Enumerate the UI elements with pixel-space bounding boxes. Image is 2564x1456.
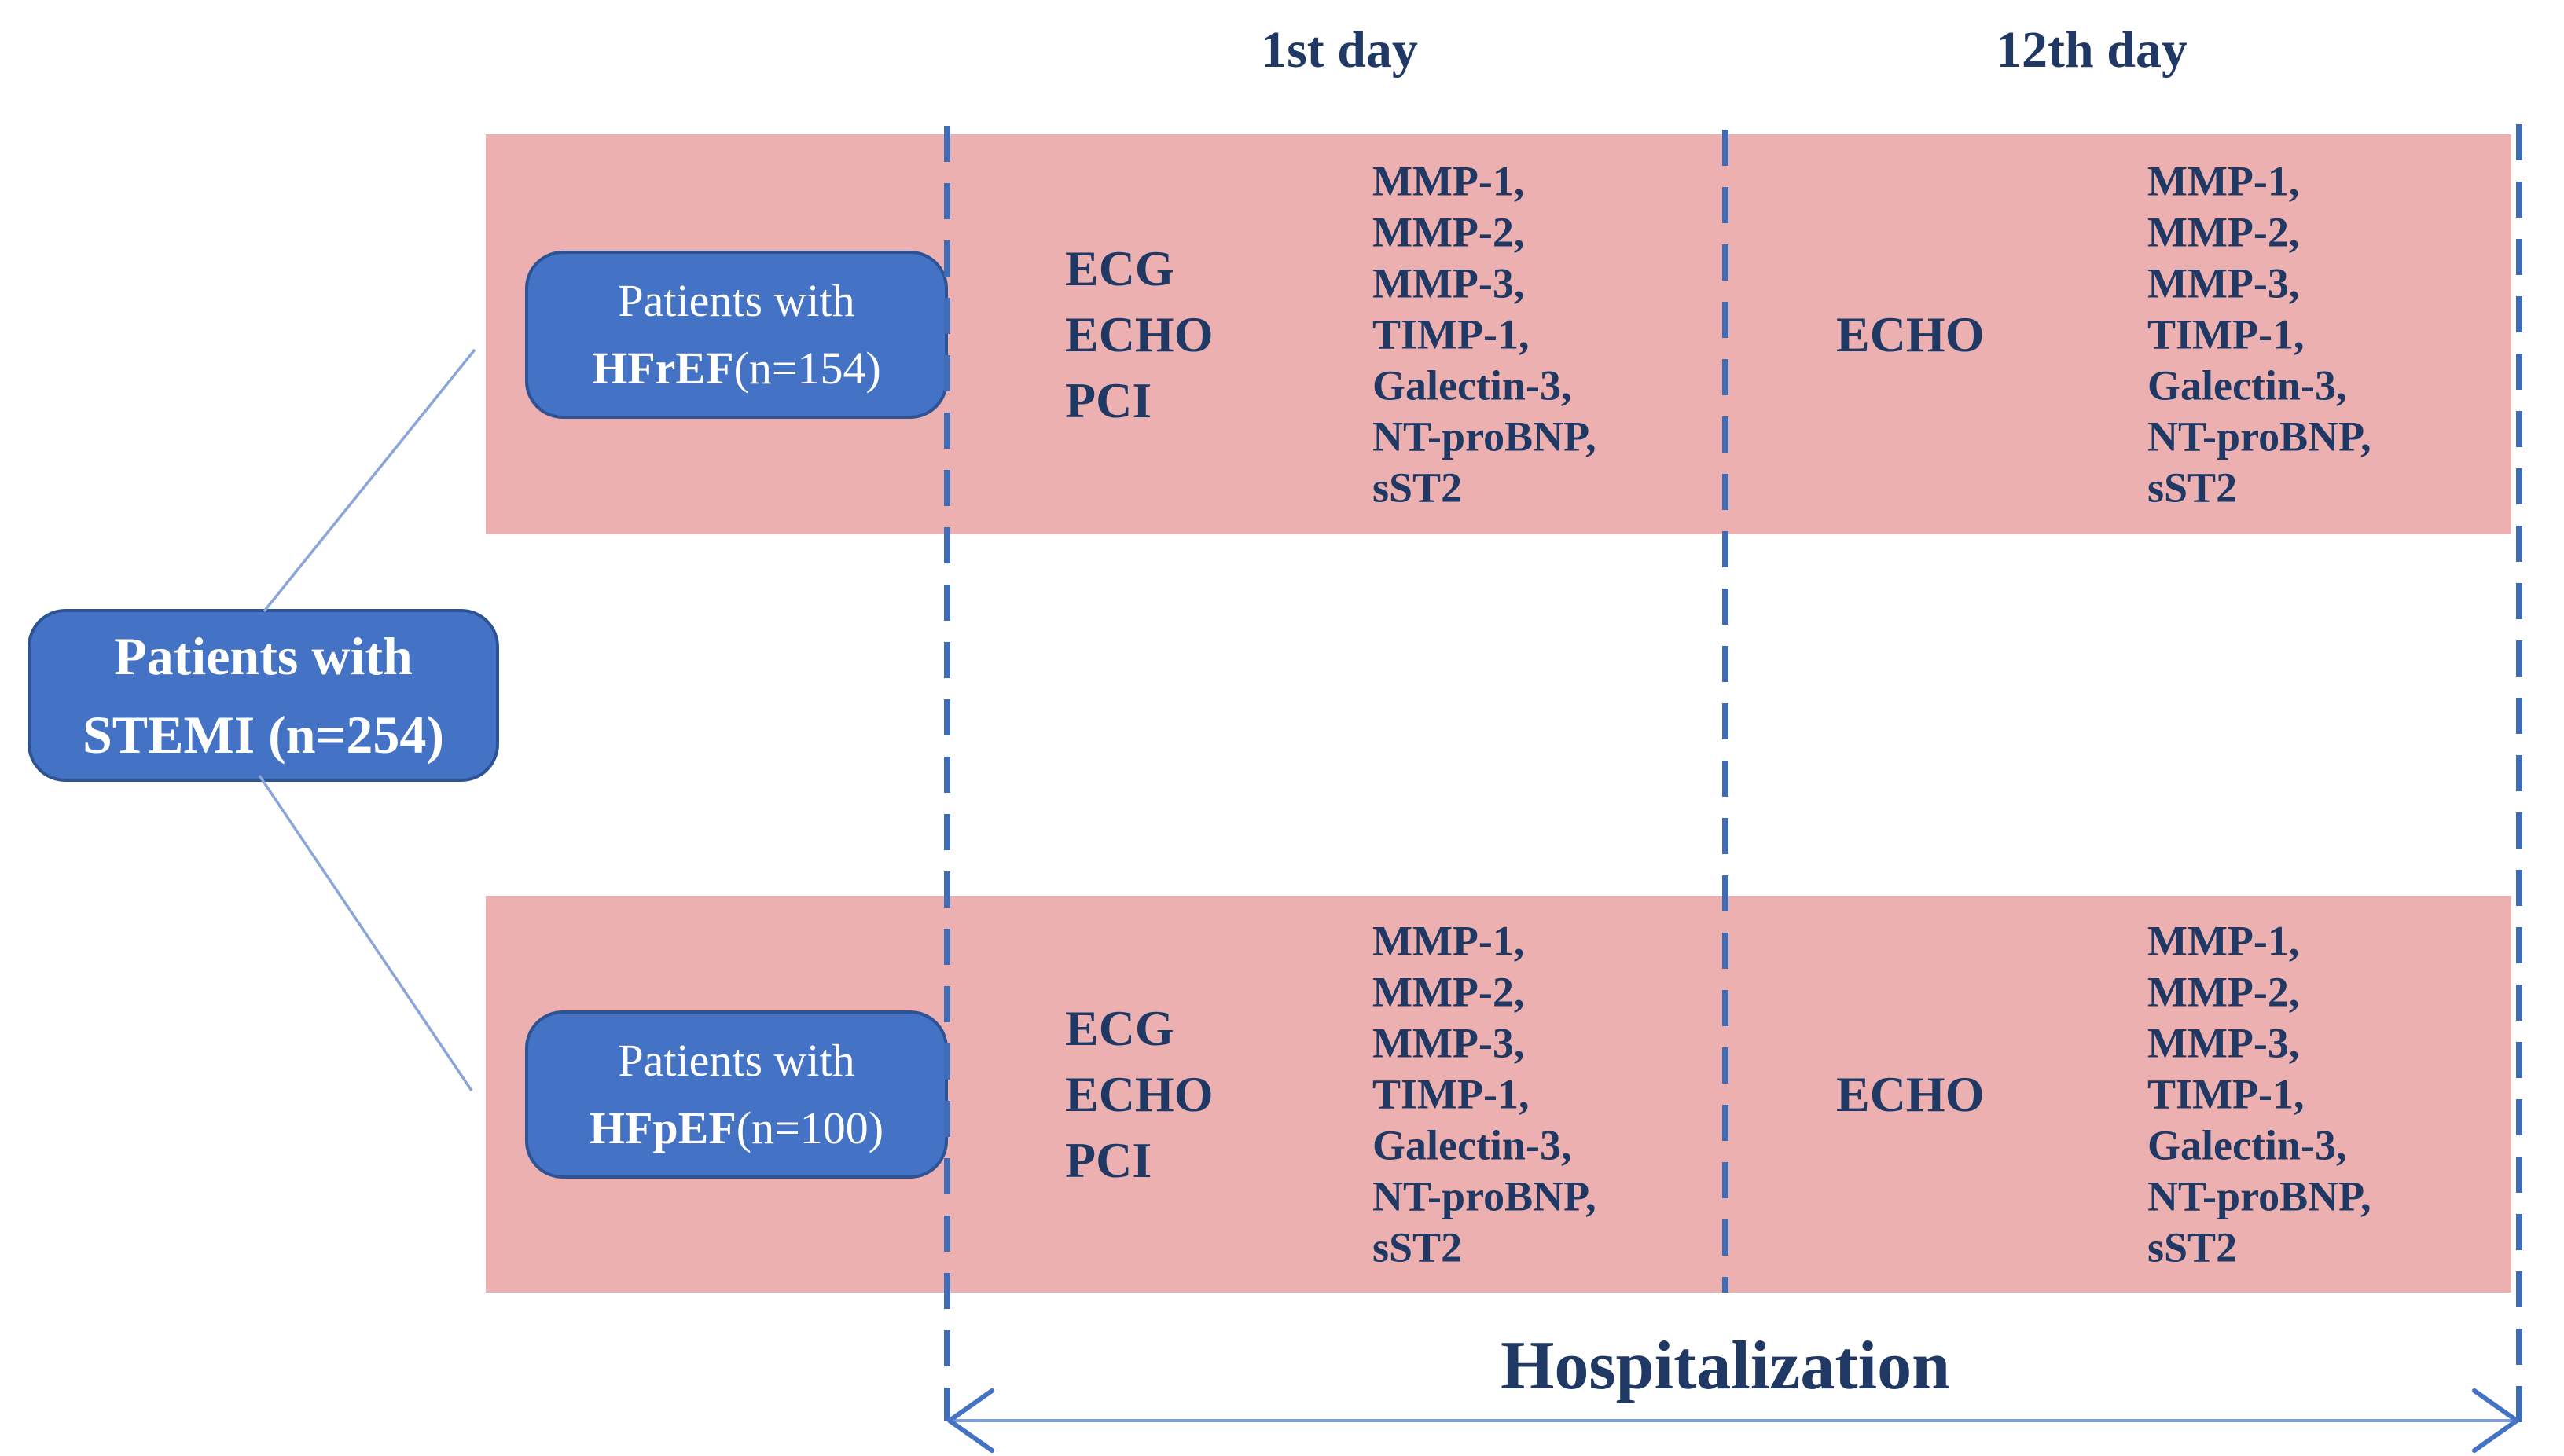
biomarker-line: TIMP-1, [1372, 310, 1530, 358]
biomarker-line: MMP-3, [2147, 1019, 2300, 1066]
hfpef-timeline-band: Patients with HFpEF(n=100) ECG ECHO PCI … [486, 896, 2511, 1293]
hfref-box-n: (n=154) [733, 342, 881, 394]
connector-line-stemi-to-hfref [263, 348, 476, 613]
biomarker-line: MMP-3, [1372, 259, 1525, 306]
hfref-day1-procedures-list: ECG ECHO PCI [1065, 236, 1213, 434]
biomarker-line: MMP-2, [2147, 968, 2300, 1015]
hfpef-day1-procedures-list: ECG ECHO PCI [1065, 996, 1213, 1194]
hospitalization-label: Hospitalization [1500, 1328, 1951, 1404]
procedure-line: ECHO [1065, 1065, 1214, 1122]
procedure-line: PCI [1065, 1131, 1152, 1188]
arrowhead-right-icon [2472, 1388, 2519, 1453]
biomarker-line: Galectin-3, [1372, 361, 1572, 409]
procedure-line: ECG [1065, 999, 1174, 1056]
hfpef-day1-biomarkers-list: MMP-1, MMP-2, MMP-3, TIMP-1, Galectin-3,… [1372, 915, 1596, 1273]
biomarker-line: TIMP-1, [1372, 1070, 1530, 1117]
hfref-box: Patients with HFrEF(n=154) [525, 250, 948, 419]
hfref-box-line1: Patients with [618, 274, 855, 326]
biomarker-line: NT-proBNP, [1372, 413, 1596, 460]
biomarker-line: MMP-1, [1372, 157, 1525, 204]
hfref-day12-biomarkers-list: MMP-1, MMP-2, MMP-3, TIMP-1, Galectin-3,… [2147, 156, 2371, 513]
hfpef-box-line2: HFpEF(n=100) [590, 1095, 883, 1162]
biomarker-line: NT-proBNP, [1372, 1172, 1596, 1219]
biomarker-line: MMP-1, [2147, 157, 2300, 204]
arrowhead-left-icon [947, 1388, 994, 1453]
hfpef-box-n: (n=100) [736, 1102, 884, 1153]
hfpef-day12-procedure: ECHO [1836, 1065, 1985, 1122]
hfref-box-name: HFrEF [592, 342, 734, 394]
biomarker-line: MMP-1, [1372, 917, 1525, 964]
day12-column-label: 12th day [1996, 21, 2187, 79]
biomarker-line: MMP-3, [1372, 1019, 1525, 1066]
biomarker-line: Galectin-3, [2147, 361, 2347, 409]
connector-line-stemi-to-hfpef [258, 775, 473, 1091]
biomarker-line: MMP-3, [2147, 259, 2300, 306]
biomarker-line: sST2 [2147, 1223, 2238, 1271]
biomarker-line: MMP-2, [1372, 208, 1525, 255]
procedure-line: ECHO [1065, 306, 1214, 362]
hfpef-box: Patients with HFpEF(n=100) [525, 1010, 948, 1179]
hfref-day12-procedure: ECHO [1836, 306, 1985, 362]
biomarker-line: sST2 [2147, 464, 2238, 511]
hfref-box-line2: HFrEF(n=154) [592, 335, 881, 402]
biomarker-line: MMP-1, [2147, 917, 2300, 964]
day1-column-label: 1st day [1261, 21, 1418, 79]
biomarker-line: sST2 [1372, 1223, 1463, 1271]
procedure-line: PCI [1065, 372, 1152, 428]
biomarker-line: MMP-2, [1372, 968, 1525, 1015]
procedure-line: ECG [1065, 240, 1174, 296]
biomarker-line: NT-proBNP, [2147, 413, 2371, 460]
biomarker-line: MMP-2, [2147, 208, 2300, 255]
hfpef-box-name: HFpEF [589, 1102, 737, 1153]
hfpef-day12-biomarkers-list: MMP-1, MMP-2, MMP-3, TIMP-1, Galectin-3,… [2147, 915, 2371, 1273]
biomarker-line: NT-proBNP, [2147, 1172, 2371, 1219]
biomarker-line: Galectin-3, [2147, 1121, 2347, 1168]
biomarker-line: TIMP-1, [2147, 310, 2305, 358]
stemi-box-line2: STEMI (n=254) [82, 705, 445, 765]
stemi-box: Patients with STEMI (n=254) [28, 609, 499, 782]
biomarker-line: Galectin-3, [1372, 1121, 1572, 1168]
hfref-day1-biomarkers-list: MMP-1, MMP-2, MMP-3, TIMP-1, Galectin-3,… [1372, 156, 1596, 513]
stemi-box-line1: Patients with [114, 626, 413, 686]
hfref-timeline-band: Patients with HFrEF(n=154) ECG ECHO PCI … [486, 134, 2511, 534]
hfpef-box-line1: Patients with [618, 1034, 855, 1086]
biomarker-line: TIMP-1, [2147, 1070, 2305, 1117]
biomarker-line: sST2 [1372, 464, 1463, 511]
